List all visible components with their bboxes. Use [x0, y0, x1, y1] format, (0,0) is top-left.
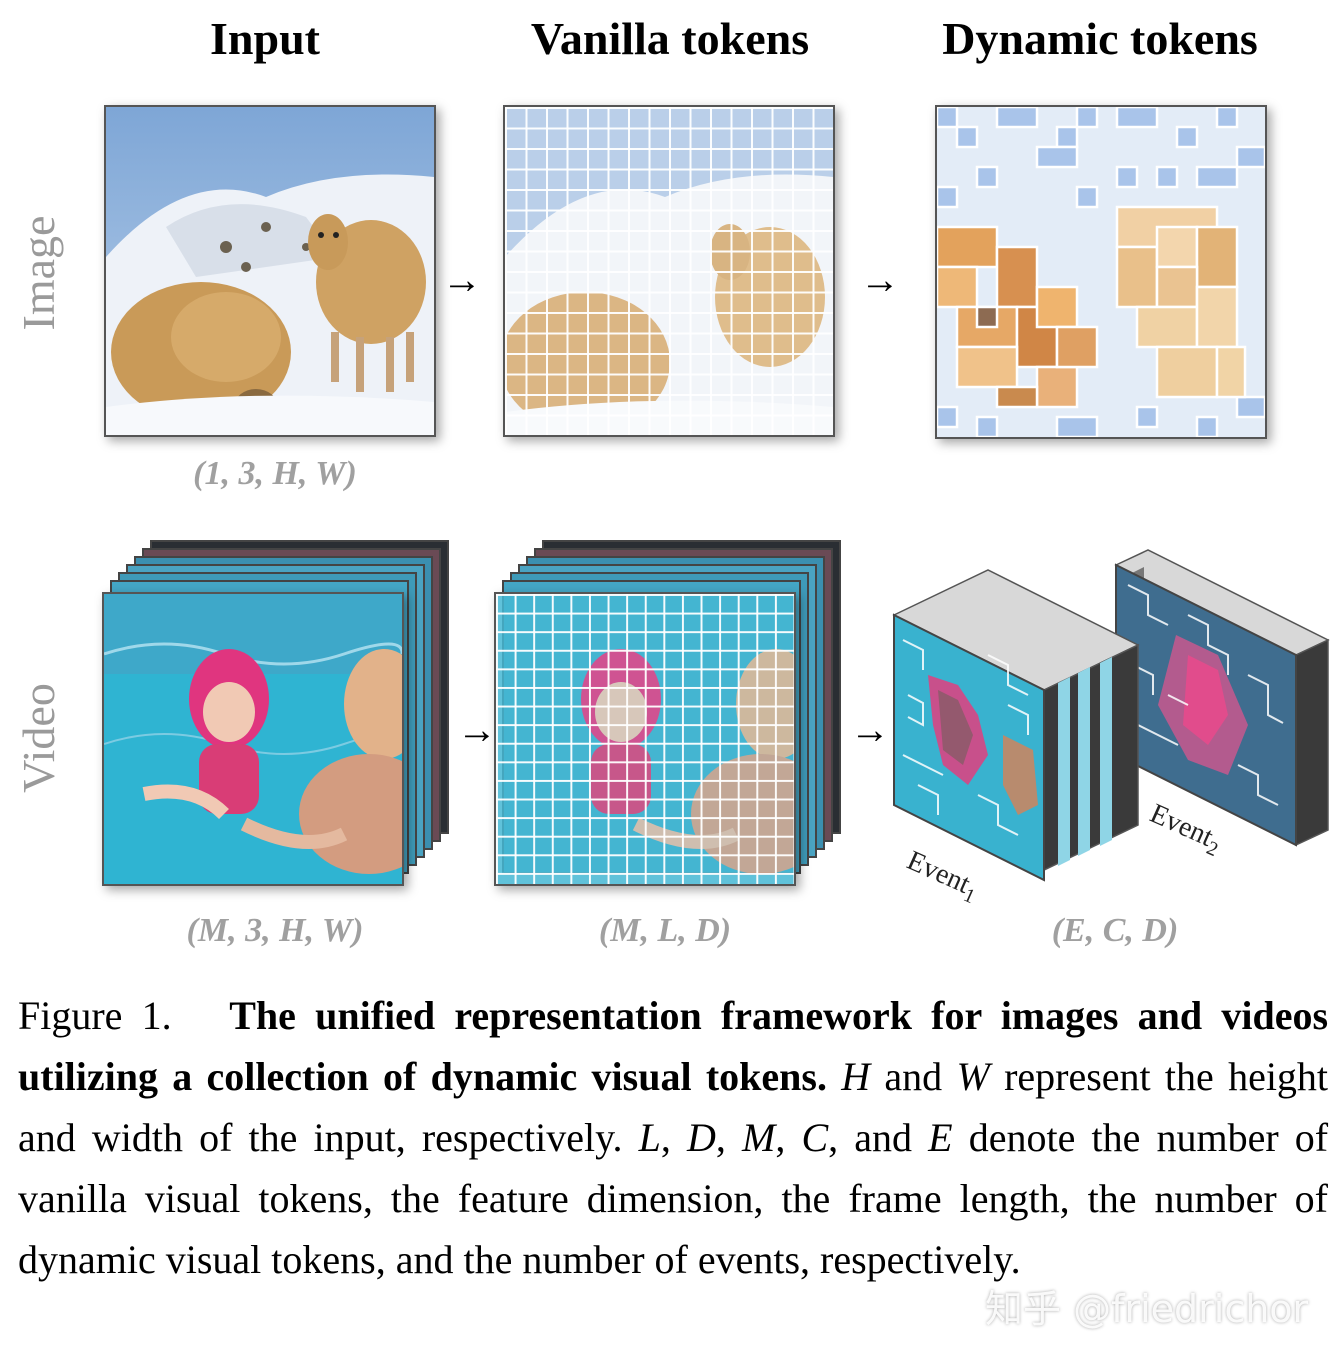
symbol-D: D	[687, 1115, 716, 1160]
arrow-right-icon: →	[457, 707, 497, 752]
dim-video-dynamic: (E, C, D)	[1051, 912, 1179, 949]
row-label-image: Image	[13, 215, 64, 331]
video-vanilla-stack	[494, 540, 854, 890]
dim-video-vanilla: (M, L, D)	[598, 912, 732, 949]
column-title-input: Input	[210, 13, 320, 64]
row-label-video: Video	[13, 683, 64, 793]
video-dynamic-events	[888, 545, 1332, 905]
arrow-right-icon: →	[442, 257, 482, 302]
image-dynamic-panel	[935, 105, 1267, 439]
symbol-W: W	[956, 1054, 990, 1099]
event-blocks-illustration	[892, 549, 1330, 882]
video-input-stack	[102, 540, 462, 890]
caption-text-2: represent the height and width of the in…	[18, 1054, 1329, 1160]
symbol-M: M	[742, 1115, 776, 1160]
caption-text-1: and	[884, 1054, 943, 1099]
sheep-illustration	[106, 107, 434, 435]
figure-caption: Figure 1. The unified representation fra…	[18, 993, 1329, 1282]
token-grid	[505, 107, 833, 435]
symbol-H: H	[841, 1054, 871, 1099]
column-title-dynamic: Dynamic tokens	[942, 13, 1258, 64]
caption-text-3: and	[854, 1115, 913, 1160]
symbol-E: E	[928, 1115, 953, 1160]
symbol-C: C	[801, 1115, 829, 1160]
video-vanilla-front-frame	[494, 592, 796, 886]
image-vanilla-panel	[503, 105, 835, 437]
video-input-front-frame	[102, 592, 404, 886]
token-grid	[496, 594, 794, 884]
dynamic-token-mosaic	[937, 107, 1265, 437]
watermark: 知乎 @friedrichor	[985, 1287, 1309, 1331]
caption-title: The unified representation framework for…	[18, 993, 1329, 1099]
dim-image-input: (1, 3, H, W)	[193, 455, 357, 492]
symbol-L: L	[638, 1115, 661, 1160]
image-input-panel	[104, 105, 436, 437]
arrow-right-icon: →	[850, 707, 890, 752]
dim-video-input: (M, 3, H, W)	[186, 912, 364, 949]
arrow-right-icon: →	[860, 257, 900, 302]
pool-illustration	[104, 594, 402, 884]
caption-text-4: denote the number of vanilla visual toke…	[18, 1115, 1329, 1282]
column-title-vanilla: Vanilla tokens	[530, 13, 810, 64]
figure-label: Figure 1.	[18, 993, 172, 1038]
